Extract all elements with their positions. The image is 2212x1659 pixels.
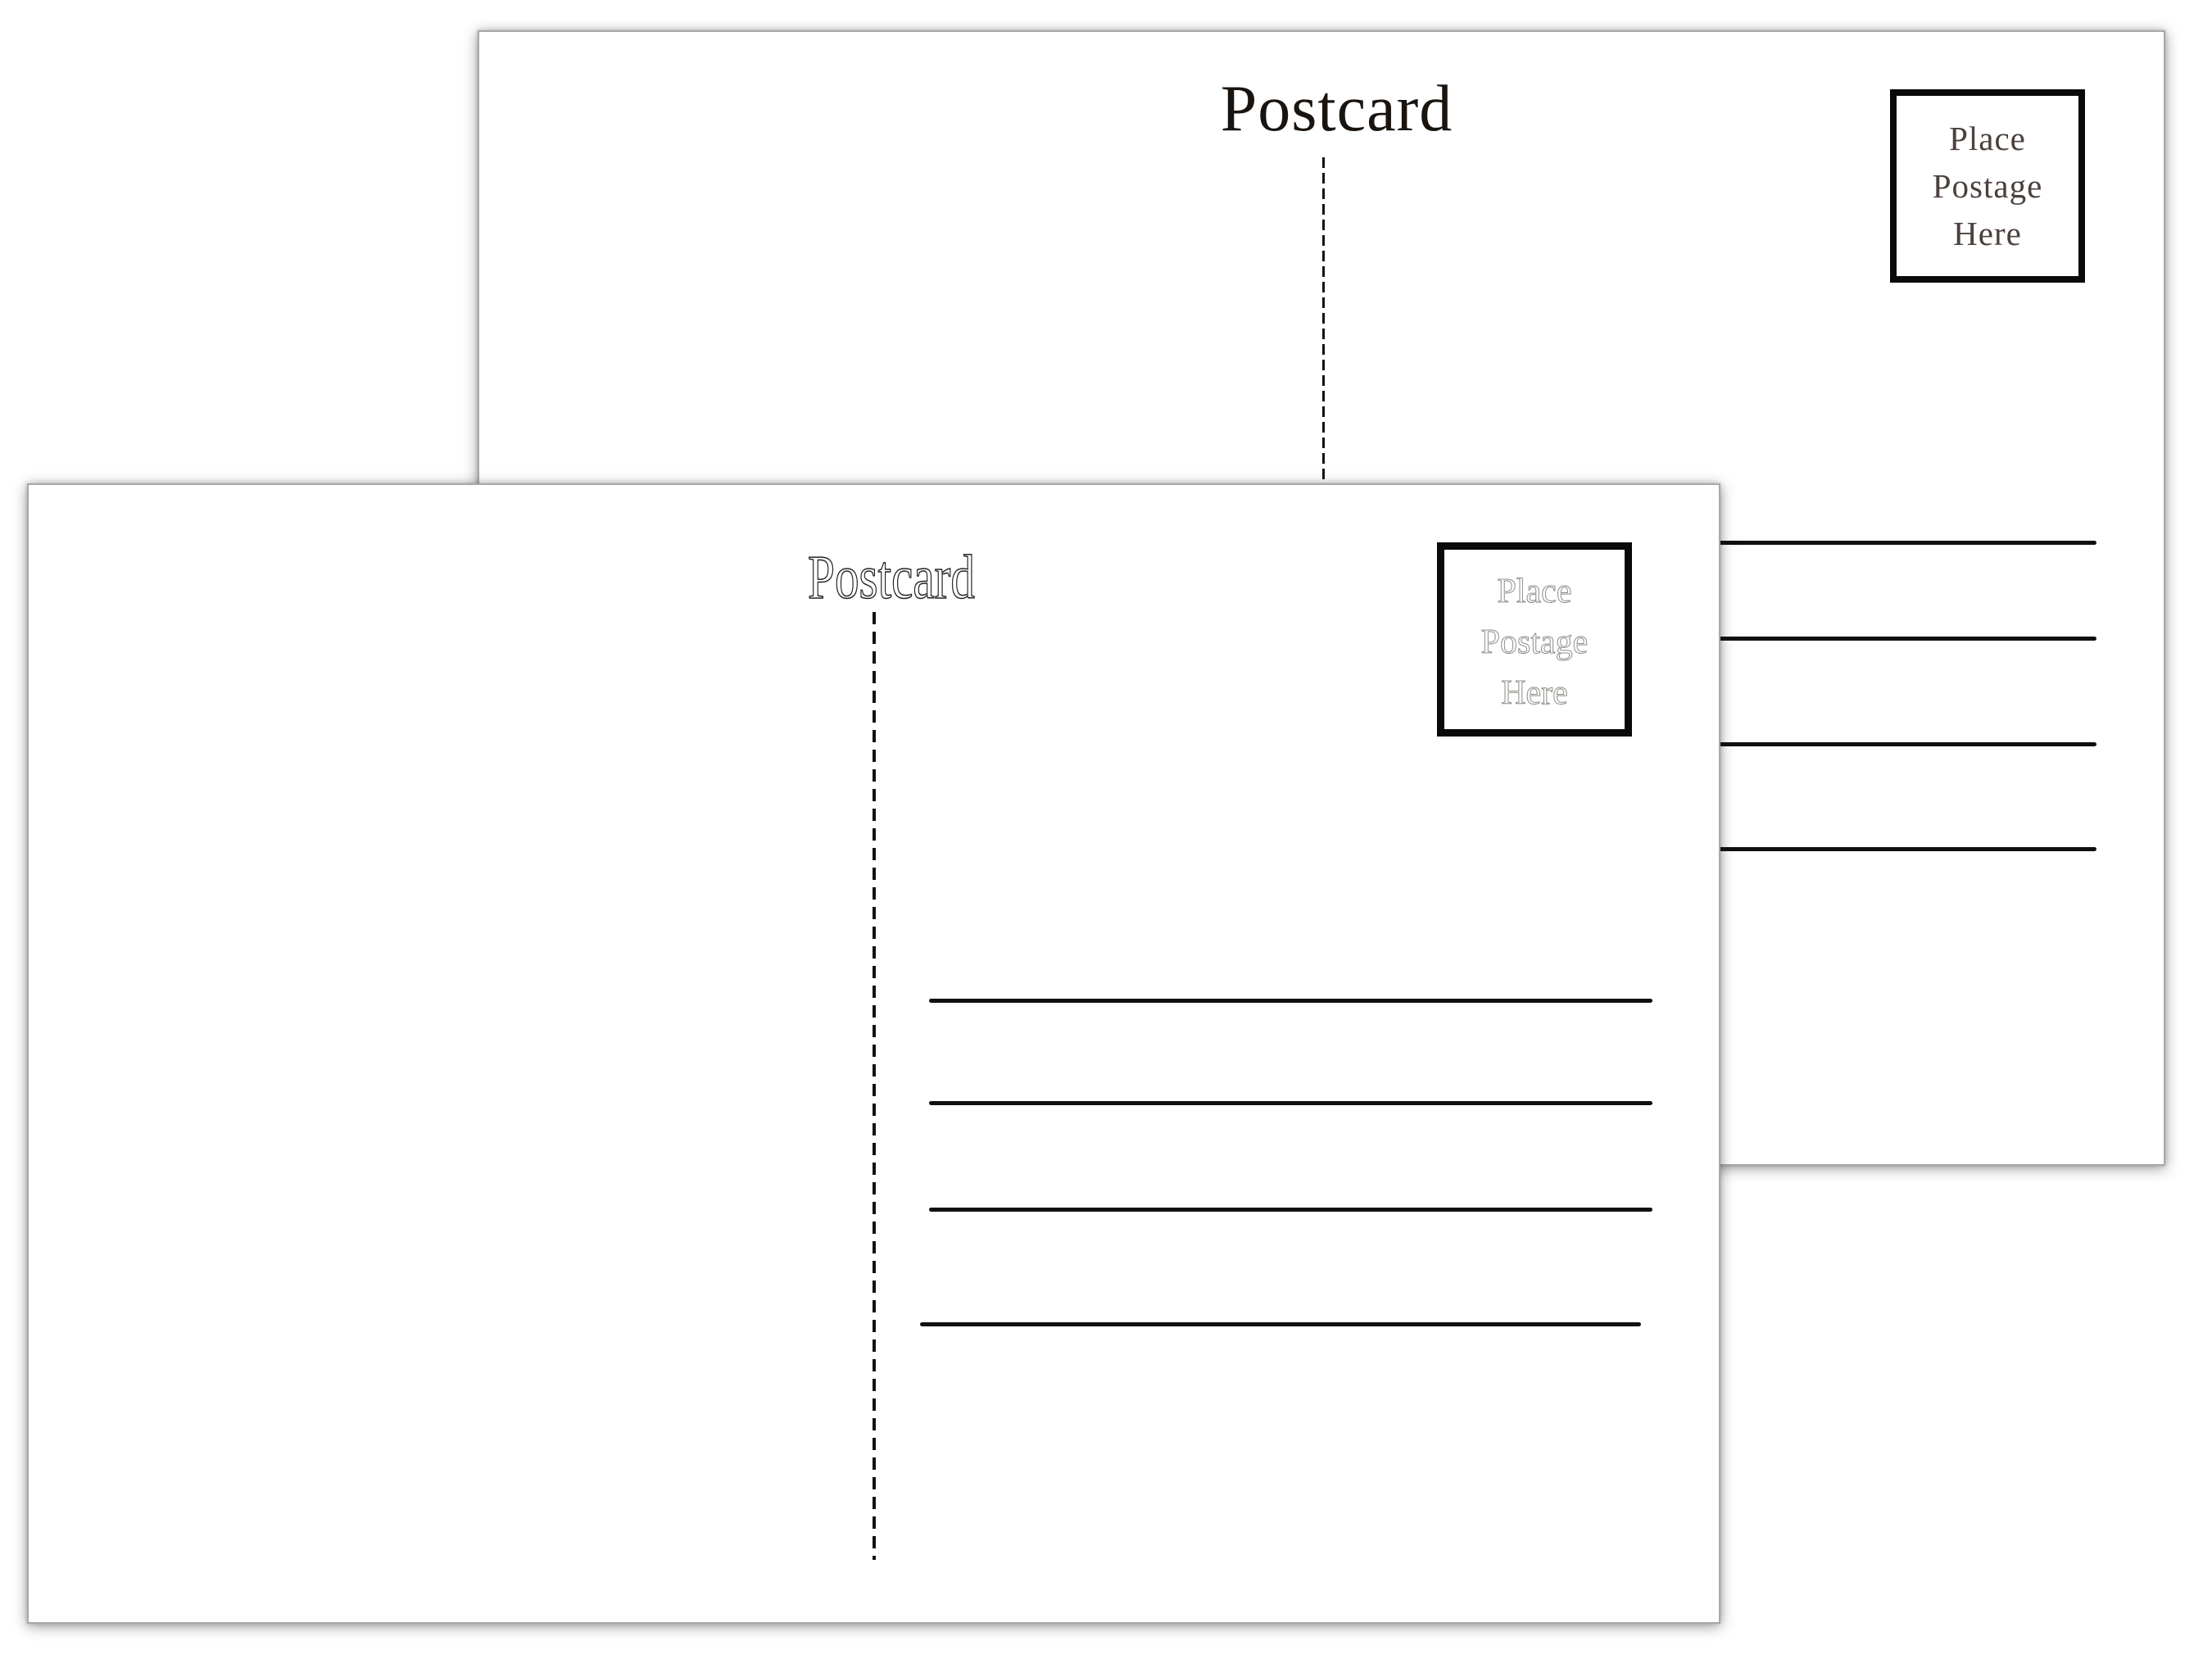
postage-text-line: Place <box>1949 120 2026 157</box>
postage-stamp-text: Place Postage Here <box>1480 573 1589 713</box>
address-line <box>1380 742 2096 746</box>
postage-text-line: Postage <box>1481 623 1589 661</box>
postcard-front: Postcard Place Postage Here <box>27 483 1720 1624</box>
postage-text-line: Postage <box>1932 167 2043 205</box>
postage-text-line: Here <box>1501 674 1568 712</box>
postcard-back-title: Postcard <box>1220 73 1453 145</box>
address-line <box>929 1101 1652 1105</box>
address-line <box>1380 541 2096 545</box>
address-line <box>920 1322 1641 1326</box>
address-line <box>1380 637 2096 641</box>
address-line <box>929 1208 1652 1212</box>
postage-stamp-box: Place Postage Here <box>1437 542 1632 737</box>
postage-text-line: Here <box>1953 215 2022 252</box>
postcard-front-title-text: Postcard <box>808 543 975 612</box>
postcard-front-title: Postcard <box>807 542 976 613</box>
postage-text-line: Place <box>1498 573 1572 610</box>
postage-stamp-box: Place Postage Here <box>1890 89 2085 283</box>
address-line <box>929 999 1652 1003</box>
address-line <box>1380 847 2096 851</box>
message-address-divider-dashed-line <box>873 612 876 1560</box>
